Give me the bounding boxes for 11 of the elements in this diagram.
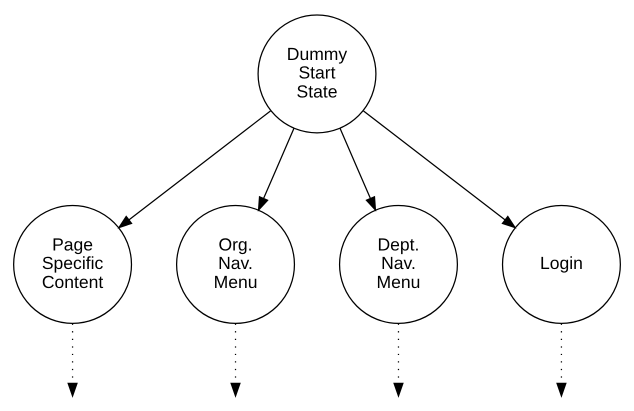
node-circle: Org. Nav. Menu — [176, 204, 296, 324]
arrow — [340, 128, 376, 212]
arrow — [556, 323, 567, 398]
node-circle: Dept. Nav. Menu — [338, 204, 458, 324]
arrow — [117, 110, 271, 228]
arrow — [67, 323, 78, 398]
node-circle: Dummy Start State — [257, 14, 377, 133]
arrow — [230, 323, 241, 398]
arrow — [258, 128, 294, 212]
arrow — [393, 323, 404, 398]
arrow — [363, 110, 517, 228]
